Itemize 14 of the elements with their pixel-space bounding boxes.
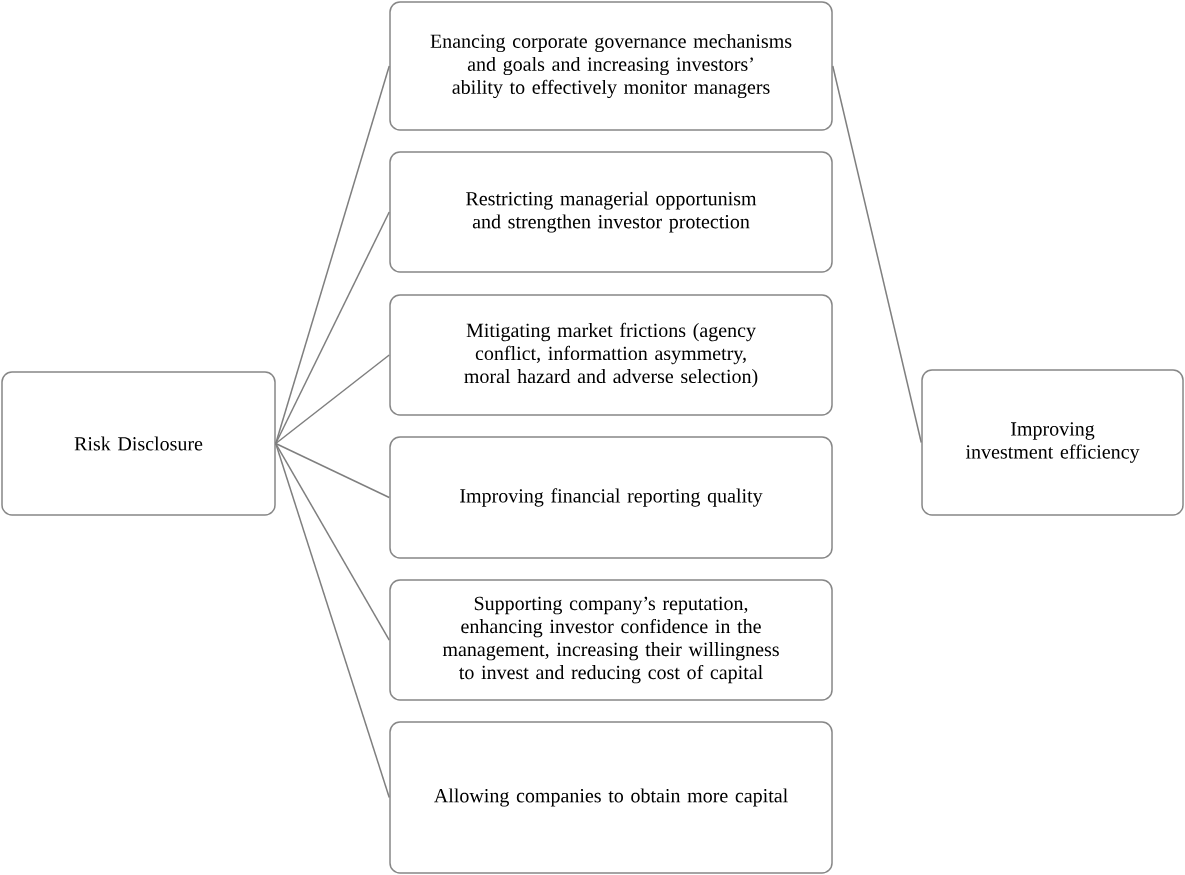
connector-line (275, 211, 390, 445)
connector-line (275, 442, 390, 799)
text-box: Mitigating market frictions (agency conflict, informattion asymmetry, moral hazard and adverse selection) (389, 294, 833, 416)
text-box: Enancing corporate governance mechanisms and goals and increasing investors’ ability to effectively monitor managers (389, 1, 833, 131)
connector-line (275, 442, 390, 641)
connector-line (275, 442, 390, 499)
text-box: Risk Disclosure (1, 371, 276, 516)
text-box: Improving financial reporting quality (389, 436, 833, 559)
text-box: Improving investment efficiency (921, 369, 1184, 516)
text-box: Restricting managerial opportunism and strengthen investor protection (389, 151, 833, 273)
connector-line (832, 65, 922, 444)
text-box: Allowing companies to obtain more capital (389, 721, 833, 874)
connector-line (275, 354, 390, 445)
text-box: Supporting company’s reputation, enhancing investor confidence in the management, increasing their willingness to invest and reducing cost of capital (389, 579, 833, 701)
